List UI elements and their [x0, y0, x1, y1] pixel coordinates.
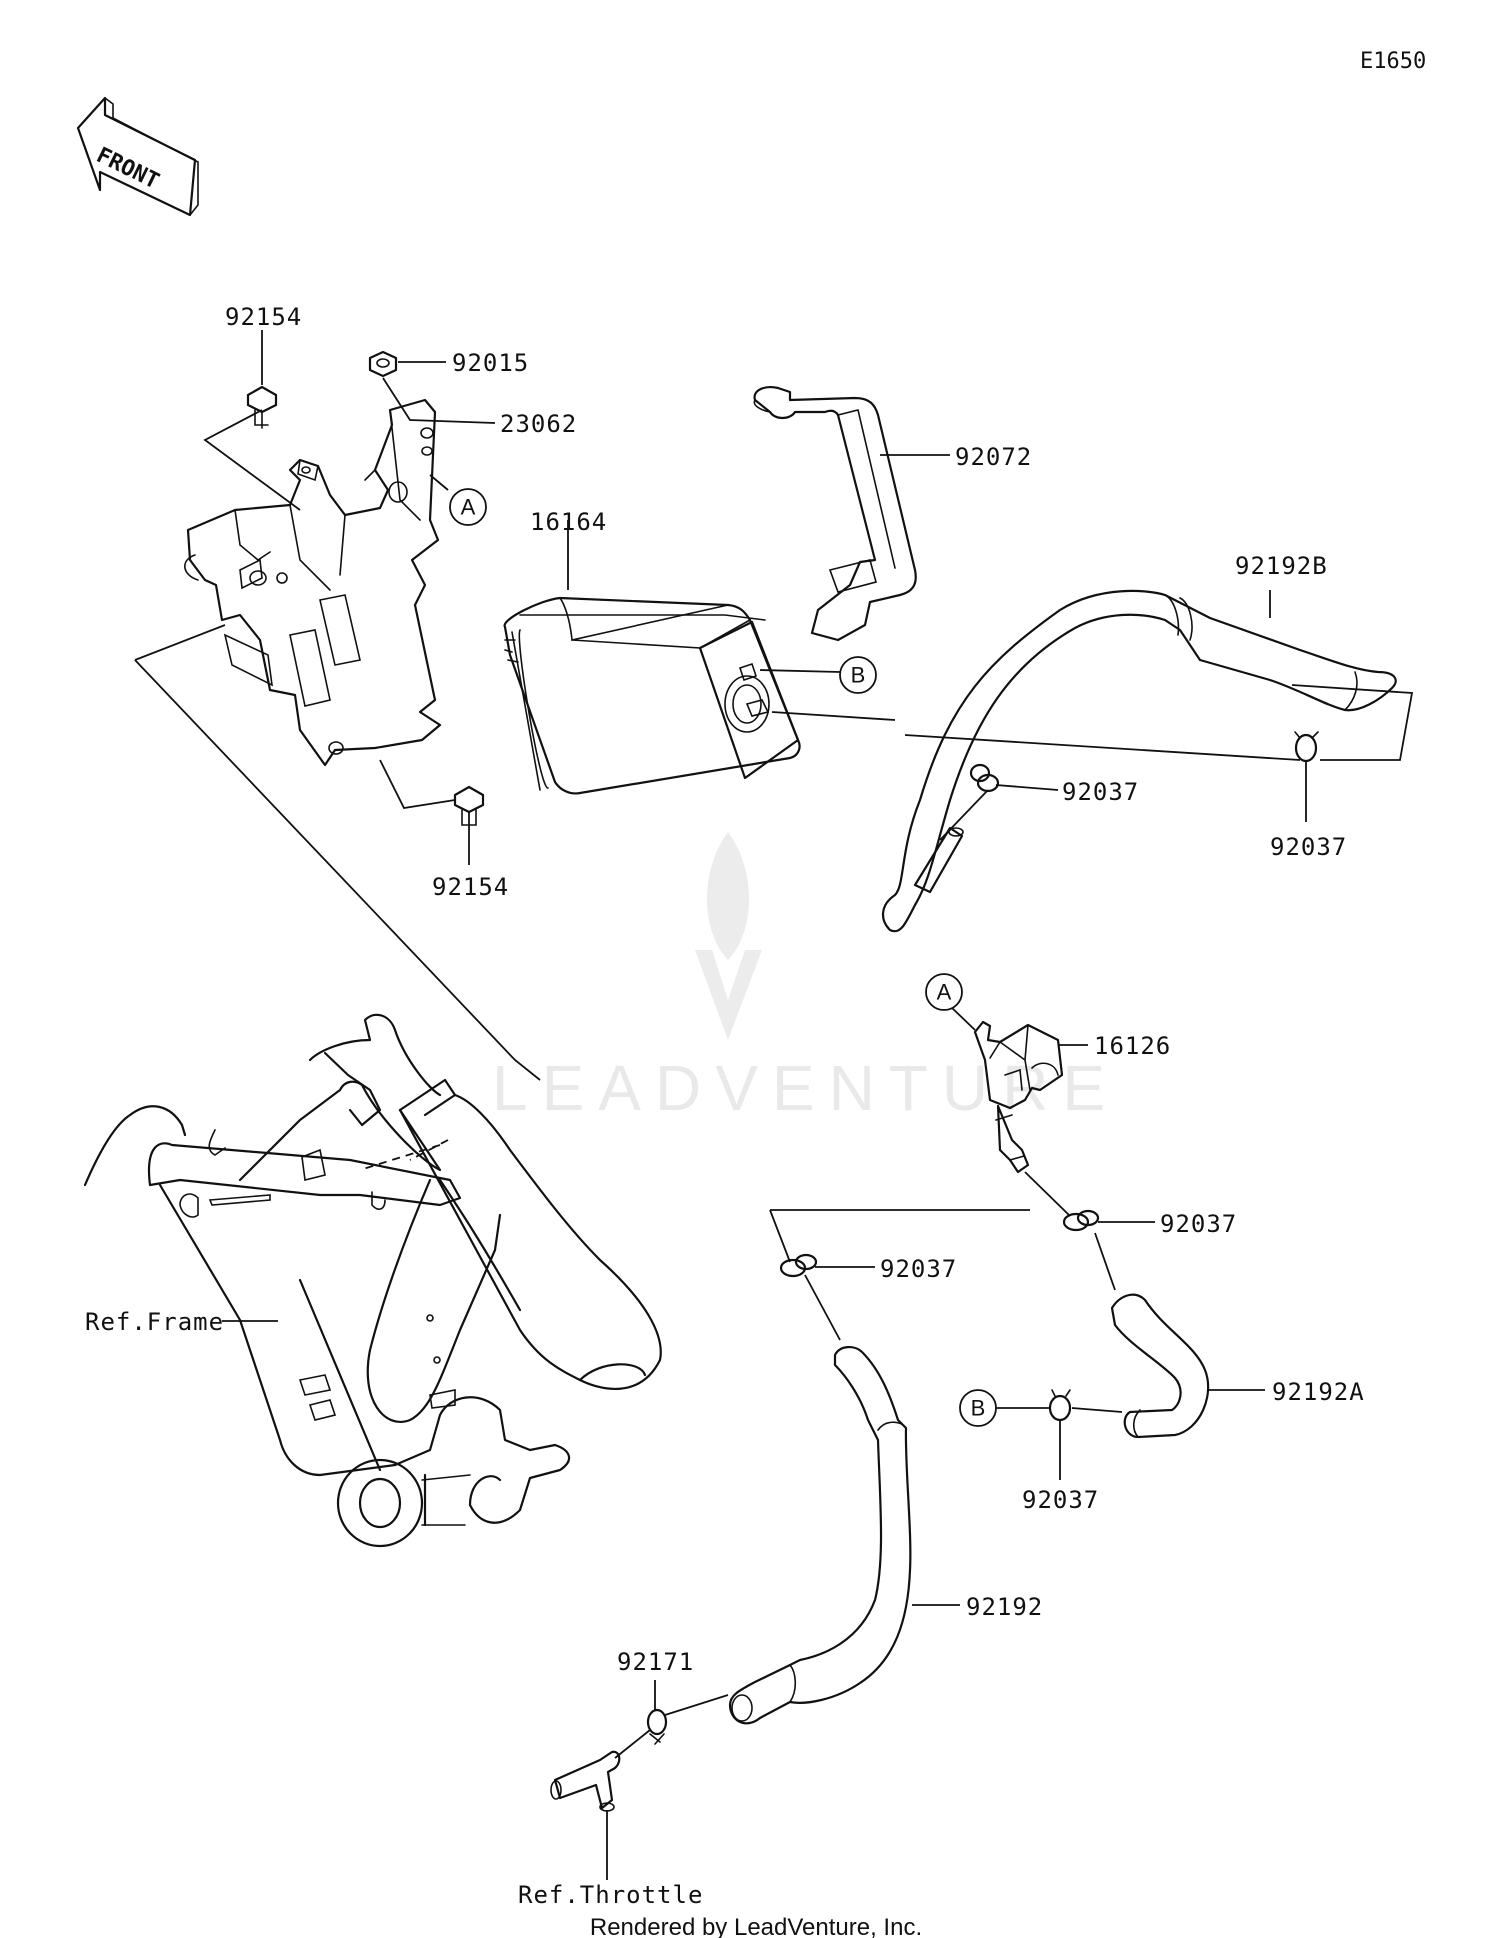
front-label: FRONT — [92, 143, 162, 195]
callout-b-hose: B — [959, 1389, 997, 1427]
label-92037-b: 92037 — [1270, 833, 1347, 861]
label-16164: 16164 — [530, 508, 607, 536]
callout-a-bracket: A — [449, 488, 487, 526]
callout-a-valve: A — [925, 973, 963, 1011]
canister-16164 — [503, 596, 801, 795]
callout-a-bracket-text: A — [461, 495, 476, 520]
throttle-t-fitting — [550, 1750, 621, 1812]
callout-a-valve-text: A — [937, 980, 952, 1005]
diagram-code: E1650 — [1360, 49, 1426, 74]
hose-stub-92192B — [913, 826, 964, 894]
label-92037-c: 92037 — [1160, 1210, 1237, 1238]
label-ref-throttle: Ref.Throttle — [518, 1881, 703, 1909]
clamp-92037-e — [1048, 1389, 1072, 1422]
label-23062: 23062 — [500, 410, 577, 438]
clamp-92037-d — [779, 1253, 818, 1278]
clamp-92037-a — [969, 763, 1000, 793]
label-92037-d: 92037 — [880, 1255, 957, 1283]
clamp-92171 — [646, 1708, 668, 1745]
clamp-92037-c — [1062, 1209, 1100, 1232]
watermark-text: LEADVENTURE — [492, 1052, 1119, 1124]
label-92015: 92015 — [452, 349, 529, 377]
strap-92072 — [753, 386, 917, 642]
label-92154-bottom: 92154 — [432, 873, 509, 901]
hose-92192 — [728, 1346, 912, 1725]
label-92037-a: 92037 — [1062, 778, 1139, 806]
label-92154-top: 92154 — [225, 303, 302, 331]
clamp-92037-b — [1294, 731, 1319, 763]
label-ref-frame: Ref.Frame — [85, 1308, 224, 1336]
label-92171: 92171 — [617, 1648, 694, 1676]
valve-16126 — [973, 1020, 1064, 1174]
label-92192B: 92192B — [1235, 552, 1328, 580]
label-16126: 16126 — [1094, 1032, 1171, 1060]
label-92192A: 92192A — [1272, 1378, 1365, 1406]
leader-lines — [134, 330, 1414, 1880]
frame-reference — [83, 1013, 662, 1548]
callout-b-hose-text: B — [971, 1396, 986, 1421]
front-arrow-icon: FRONT — [76, 96, 199, 217]
bracket-23062 — [184, 398, 442, 767]
bolt-92154-top — [246, 385, 278, 429]
label-92072: 92072 — [955, 443, 1032, 471]
nut-92015 — [368, 350, 398, 378]
label-92192: 92192 — [966, 1593, 1043, 1621]
label-92037-e: 92037 — [1022, 1486, 1099, 1514]
watermark: LEADVENTURE — [492, 832, 1119, 1124]
hose-92192A — [1110, 1293, 1210, 1439]
callout-b-canister: B — [839, 656, 877, 694]
hose-92192B — [882, 589, 1397, 933]
footer-credit: Rendered by LeadVenture, Inc. — [590, 1914, 922, 1938]
callout-b-canister-text: B — [851, 663, 866, 688]
